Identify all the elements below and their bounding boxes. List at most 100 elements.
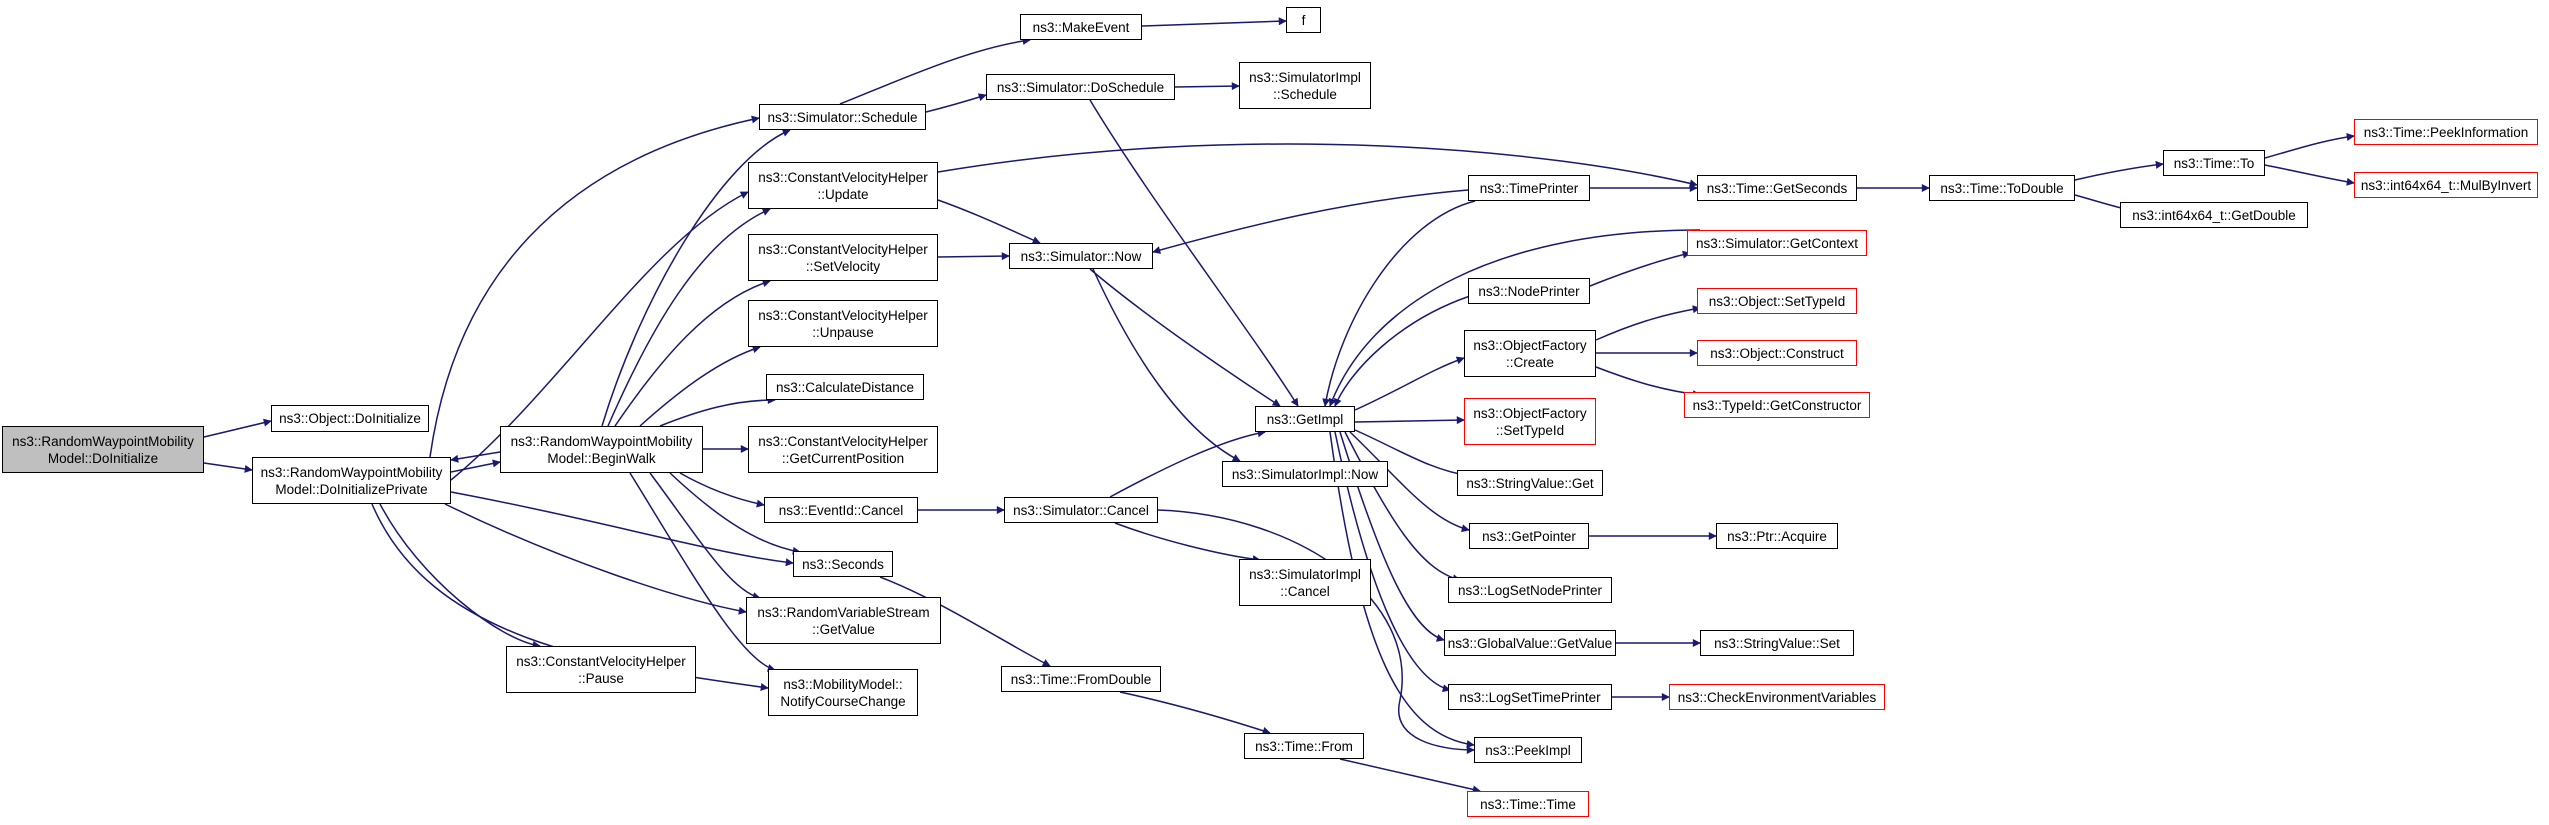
node-label-line: ::Unpause (812, 324, 874, 340)
edge-rwm-doinitializeprivate-to-seconds (450, 491, 794, 567)
edge-time-from-to-time-time (1339, 758, 1481, 794)
node-objectfactory-create[interactable]: ns3::ObjectFactory ::Create (1464, 330, 1596, 377)
node-cvh-setvelocity[interactable]: ns3::ConstantVelocityHelper ::SetVelocit… (748, 234, 938, 281)
node-simulator-cancel[interactable]: ns3::Simulator::Cancel (1004, 497, 1158, 523)
edge-simulator-doschedule-to-getimpl (1089, 99, 1299, 407)
node-stringvalue-set[interactable]: ns3::StringValue::Set (1700, 630, 1854, 656)
node-object-settypeid[interactable]: ns3::Object::SetTypeId (1697, 288, 1857, 314)
edge-objectfactory-create-to-object-settypeid (1595, 305, 1701, 341)
node-checkenvironmentvariables[interactable]: ns3::CheckEnvironmentVariables (1669, 684, 1885, 710)
node-rvs-getvalue[interactable]: ns3::RandomVariableStream ::GetValue (746, 597, 941, 644)
node-label-line: ns3::Time::GetSeconds (1706, 180, 1848, 196)
node-label-line: ::SetTypeId (1495, 422, 1565, 438)
node-typeid-getconstructor[interactable]: ns3::TypeId::GetConstructor (1684, 392, 1870, 418)
node-objectfactory-settypeid[interactable]: ns3::ObjectFactory ::SetTypeId (1464, 398, 1596, 445)
node-label-line: ns3::RandomWaypointMobility (12, 433, 194, 449)
node-label-line: ns3::ConstantVelocityHelper (758, 169, 928, 185)
node-label-line: Model::BeginWalk (547, 450, 656, 466)
edge-timeprinter-to-getimpl (1322, 200, 1476, 407)
node-label-line: ns3::CheckEnvironmentVariables (1677, 689, 1877, 705)
node-label-line: ns3::Object::SetTypeId (1708, 293, 1846, 309)
edge-rwm-doinitializeprivate-to-cvh-update (450, 191, 749, 481)
node-label-line: ns3::Time::PeekInformation (2363, 124, 2529, 140)
edge-nodeprinter-to-simulator-getcontext (1589, 250, 1691, 287)
node-stringvalue-get[interactable]: ns3::StringValue::Get (1457, 470, 1603, 496)
node-globalvalue-getvalue[interactable]: ns3::GlobalValue::GetValue (1444, 630, 1616, 656)
node-simulator-now[interactable]: ns3::Simulator::Now (1009, 243, 1153, 269)
node-time-peekinformation[interactable]: ns3::Time::PeekInformation (2354, 119, 2538, 145)
node-time-from[interactable]: ns3::Time::From (1244, 733, 1364, 759)
node-object-doinitialize[interactable]: ns3::Object::DoInitialize (271, 405, 429, 432)
edge-root-to-rwm-doinitializeprivate (203, 462, 253, 473)
node-label-line: ns3::Seconds (802, 556, 884, 572)
node-label-line: ns3::Time::ToDouble (1940, 180, 2064, 196)
node-label-line: ns3::Simulator::Schedule (767, 109, 918, 125)
node-object-construct[interactable]: ns3::Object::Construct (1697, 340, 1857, 366)
edge-getimpl-to-peekimpl (1329, 431, 1475, 748)
node-calculatedistance[interactable]: ns3::CalculateDistance (766, 374, 924, 400)
node-seconds[interactable]: ns3::Seconds (793, 551, 893, 577)
node-int64x64-getdouble[interactable]: ns3::int64x64_t::GetDouble (2120, 202, 2308, 228)
edge-rwm-doinitializeprivate-to-mm-notifycoursechange (371, 503, 769, 691)
node-cvh-getcurrentposition[interactable]: ns3::ConstantVelocityHelper ::GetCurrent… (748, 426, 938, 473)
node-makeevent[interactable]: ns3::MakeEvent (1020, 14, 1142, 40)
node-simimpl-now[interactable]: ns3::SimulatorImpl::Now (1222, 461, 1388, 487)
node-time-to[interactable]: ns3::Time::To (2163, 150, 2265, 176)
node-time-time[interactable]: ns3::Time::Time (1467, 791, 1589, 817)
node-cvh-unpause[interactable]: ns3::ConstantVelocityHelper ::Unpause (748, 300, 938, 347)
node-nodeprinter[interactable]: ns3::NodePrinter (1468, 278, 1590, 304)
node-label-line: ns3::ConstantVelocityHelper (758, 241, 928, 257)
edge-rwm-beginwalk-to-simulator-schedule (601, 129, 791, 427)
edge-simulator-cancel-to-simimpl-cancel (1114, 522, 1261, 564)
edge-cvh-update-to-simulator-now (937, 199, 1041, 244)
node-logsetnodeprinter[interactable]: ns3::LogSetNodePrinter (1448, 577, 1612, 603)
node-getpointer[interactable]: ns3::GetPointer (1469, 523, 1589, 549)
node-label-line: ::SetVelocity (805, 258, 881, 274)
edge-getimpl-to-objectfactory-create (1354, 356, 1465, 411)
edge-time-fromdouble-to-time-from (1119, 691, 1271, 735)
node-int64x64-mulbyinvert[interactable]: ns3::int64x64_t::MulByInvert (2354, 172, 2538, 198)
node-mm-notifycoursechange[interactable]: ns3::MobilityModel:: NotifyCourseChange (768, 669, 918, 716)
edge-rwm-doinitializeprivate-to-simulator-schedule (429, 115, 760, 458)
node-rwm-beginwalk[interactable]: ns3::RandomWaypointMobility Model::Begin… (500, 426, 703, 473)
node-label-line: ns3::PeekImpl (1485, 742, 1571, 758)
node-simimpl-cancel[interactable]: ns3::SimulatorImpl ::Cancel (1239, 559, 1371, 606)
node-label-line: ns3::ConstantVelocityHelper (516, 653, 686, 669)
edge-time-to-to-int64x64-mulbyinvert (2264, 164, 2355, 186)
node-label-line: ns3::Time::From (1255, 738, 1353, 754)
node-eventid-cancel[interactable]: ns3::EventId::Cancel (764, 497, 918, 523)
node-label-line: ns3::LogSetTimePrinter (1459, 689, 1601, 705)
node-time-getseconds[interactable]: ns3::Time::GetSeconds (1697, 175, 1857, 201)
edge-cvh-setvelocity-to-simulator-now (937, 252, 1010, 261)
node-simimpl-schedule[interactable]: ns3::SimulatorImpl ::Schedule (1239, 62, 1371, 109)
edge-time-to-to-time-peekinformation (2264, 133, 2355, 159)
node-simulator-schedule[interactable]: ns3::Simulator::Schedule (759, 104, 926, 130)
node-simulator-getcontext[interactable]: ns3::Simulator::GetContext (1687, 230, 1867, 256)
node-label-line: ns3::MobilityModel:: (783, 676, 903, 692)
node-time-fromdouble[interactable]: ns3::Time::FromDouble (1001, 666, 1161, 692)
node-peekimpl[interactable]: ns3::PeekImpl (1474, 737, 1582, 763)
node-label-line: ns3::Time::To (2173, 155, 2255, 171)
node-simulator-doschedule[interactable]: ns3::Simulator::DoSchedule (986, 74, 1175, 100)
node-label-line: ns3::Ptr::Acquire (1727, 528, 1827, 544)
node-getimpl[interactable]: ns3::GetImpl (1255, 406, 1355, 432)
node-ptr-acquire[interactable]: ns3::Ptr::Acquire (1716, 523, 1838, 549)
edge-cvh-update-to-time-getseconds (937, 143, 1698, 188)
edge-simulator-getcontext-to-getimpl (1328, 229, 1701, 407)
edge-getimpl-to-objectfactory-settypeid (1354, 416, 1465, 425)
node-f[interactable]: f (1286, 7, 1321, 33)
node-timeprinter[interactable]: ns3::TimePrinter (1468, 175, 1590, 201)
node-logsettimeprinter[interactable]: ns3::LogSetTimePrinter (1448, 684, 1612, 710)
edge-rwm-beginwalk-to-cvh-update (607, 208, 771, 427)
edge-rwm-doinitializeprivate-to-rwm-beginwalk (450, 459, 501, 473)
node-cvh-update[interactable]: ns3::ConstantVelocityHelper ::Update (748, 162, 938, 209)
node-time-todouble[interactable]: ns3::Time::ToDouble (1929, 175, 2075, 201)
node-label-line: ns3::StringValue::Set (1714, 635, 1840, 651)
node-label-line: ::GetValue (812, 621, 875, 637)
node-cvh-pause[interactable]: ns3::ConstantVelocityHelper ::Pause (506, 646, 696, 693)
node-label-line: f (1301, 12, 1306, 28)
node-label-line: ns3::StringValue::Get (1466, 475, 1594, 491)
edge-simulator-now-to-getimpl (1089, 268, 1281, 407)
node-rwm-doinitializeprivate[interactable]: ns3::RandomWaypointMobility Model::DoIni… (252, 457, 451, 504)
